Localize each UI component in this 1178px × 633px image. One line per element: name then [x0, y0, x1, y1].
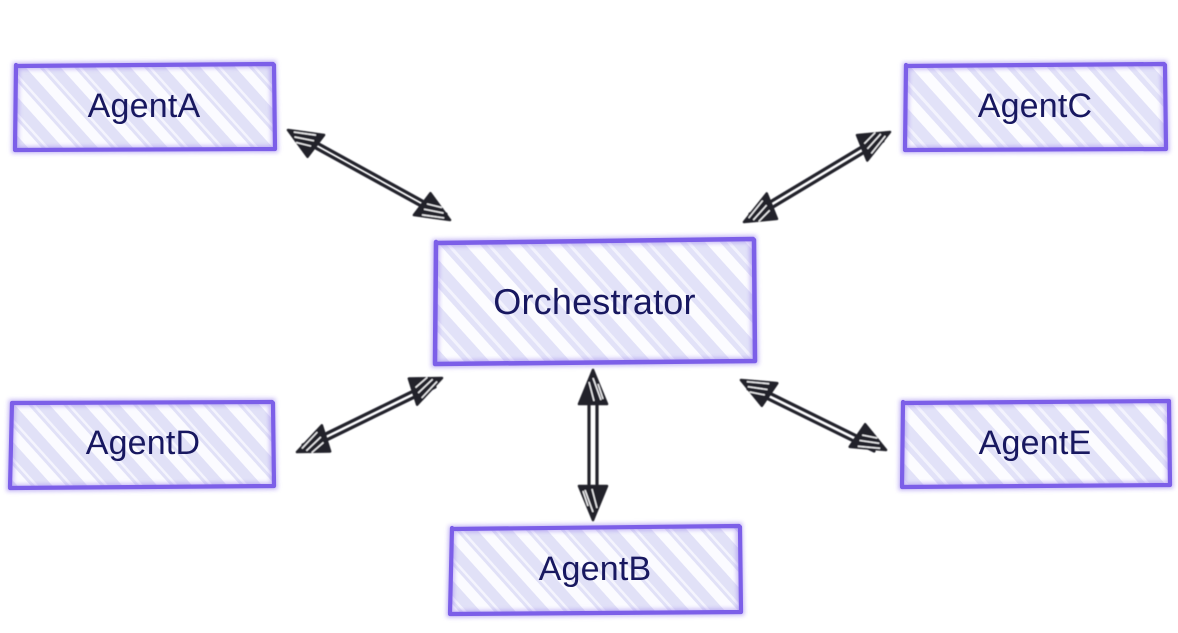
edge-orchestrator-agentD[interactable] [291, 365, 447, 464]
node-orchestrator-fill [435, 239, 755, 364]
node-agentB-border [447, 523, 744, 617]
node-agentA-border [12, 61, 278, 153]
node-agentD[interactable] [6, 398, 278, 492]
node-agentE[interactable] [898, 397, 1174, 491]
node-agentA-fill [15, 64, 275, 150]
node-agentC[interactable] [901, 60, 1170, 154]
edge-orchestrator-agentC[interactable] [737, 120, 896, 234]
node-agentD-border [7, 399, 277, 491]
node-agentA[interactable] [11, 60, 279, 154]
node-agentB[interactable] [446, 522, 745, 618]
node-orchestrator[interactable] [431, 235, 759, 368]
edge-orchestrator-agentA[interactable] [281, 119, 456, 232]
edge-orchestrator-agentE[interactable] [735, 368, 892, 461]
node-orchestrator-border [432, 236, 758, 367]
node-agentB-fill [450, 526, 741, 614]
node-agentD-fill [10, 402, 274, 488]
node-agentE-fill [902, 401, 1170, 487]
node-agentC-border [902, 61, 1169, 153]
node-agentC-fill [905, 64, 1166, 150]
node-agentE-border [899, 398, 1173, 490]
edge-orchestrator-agentB[interactable] [577, 368, 609, 522]
